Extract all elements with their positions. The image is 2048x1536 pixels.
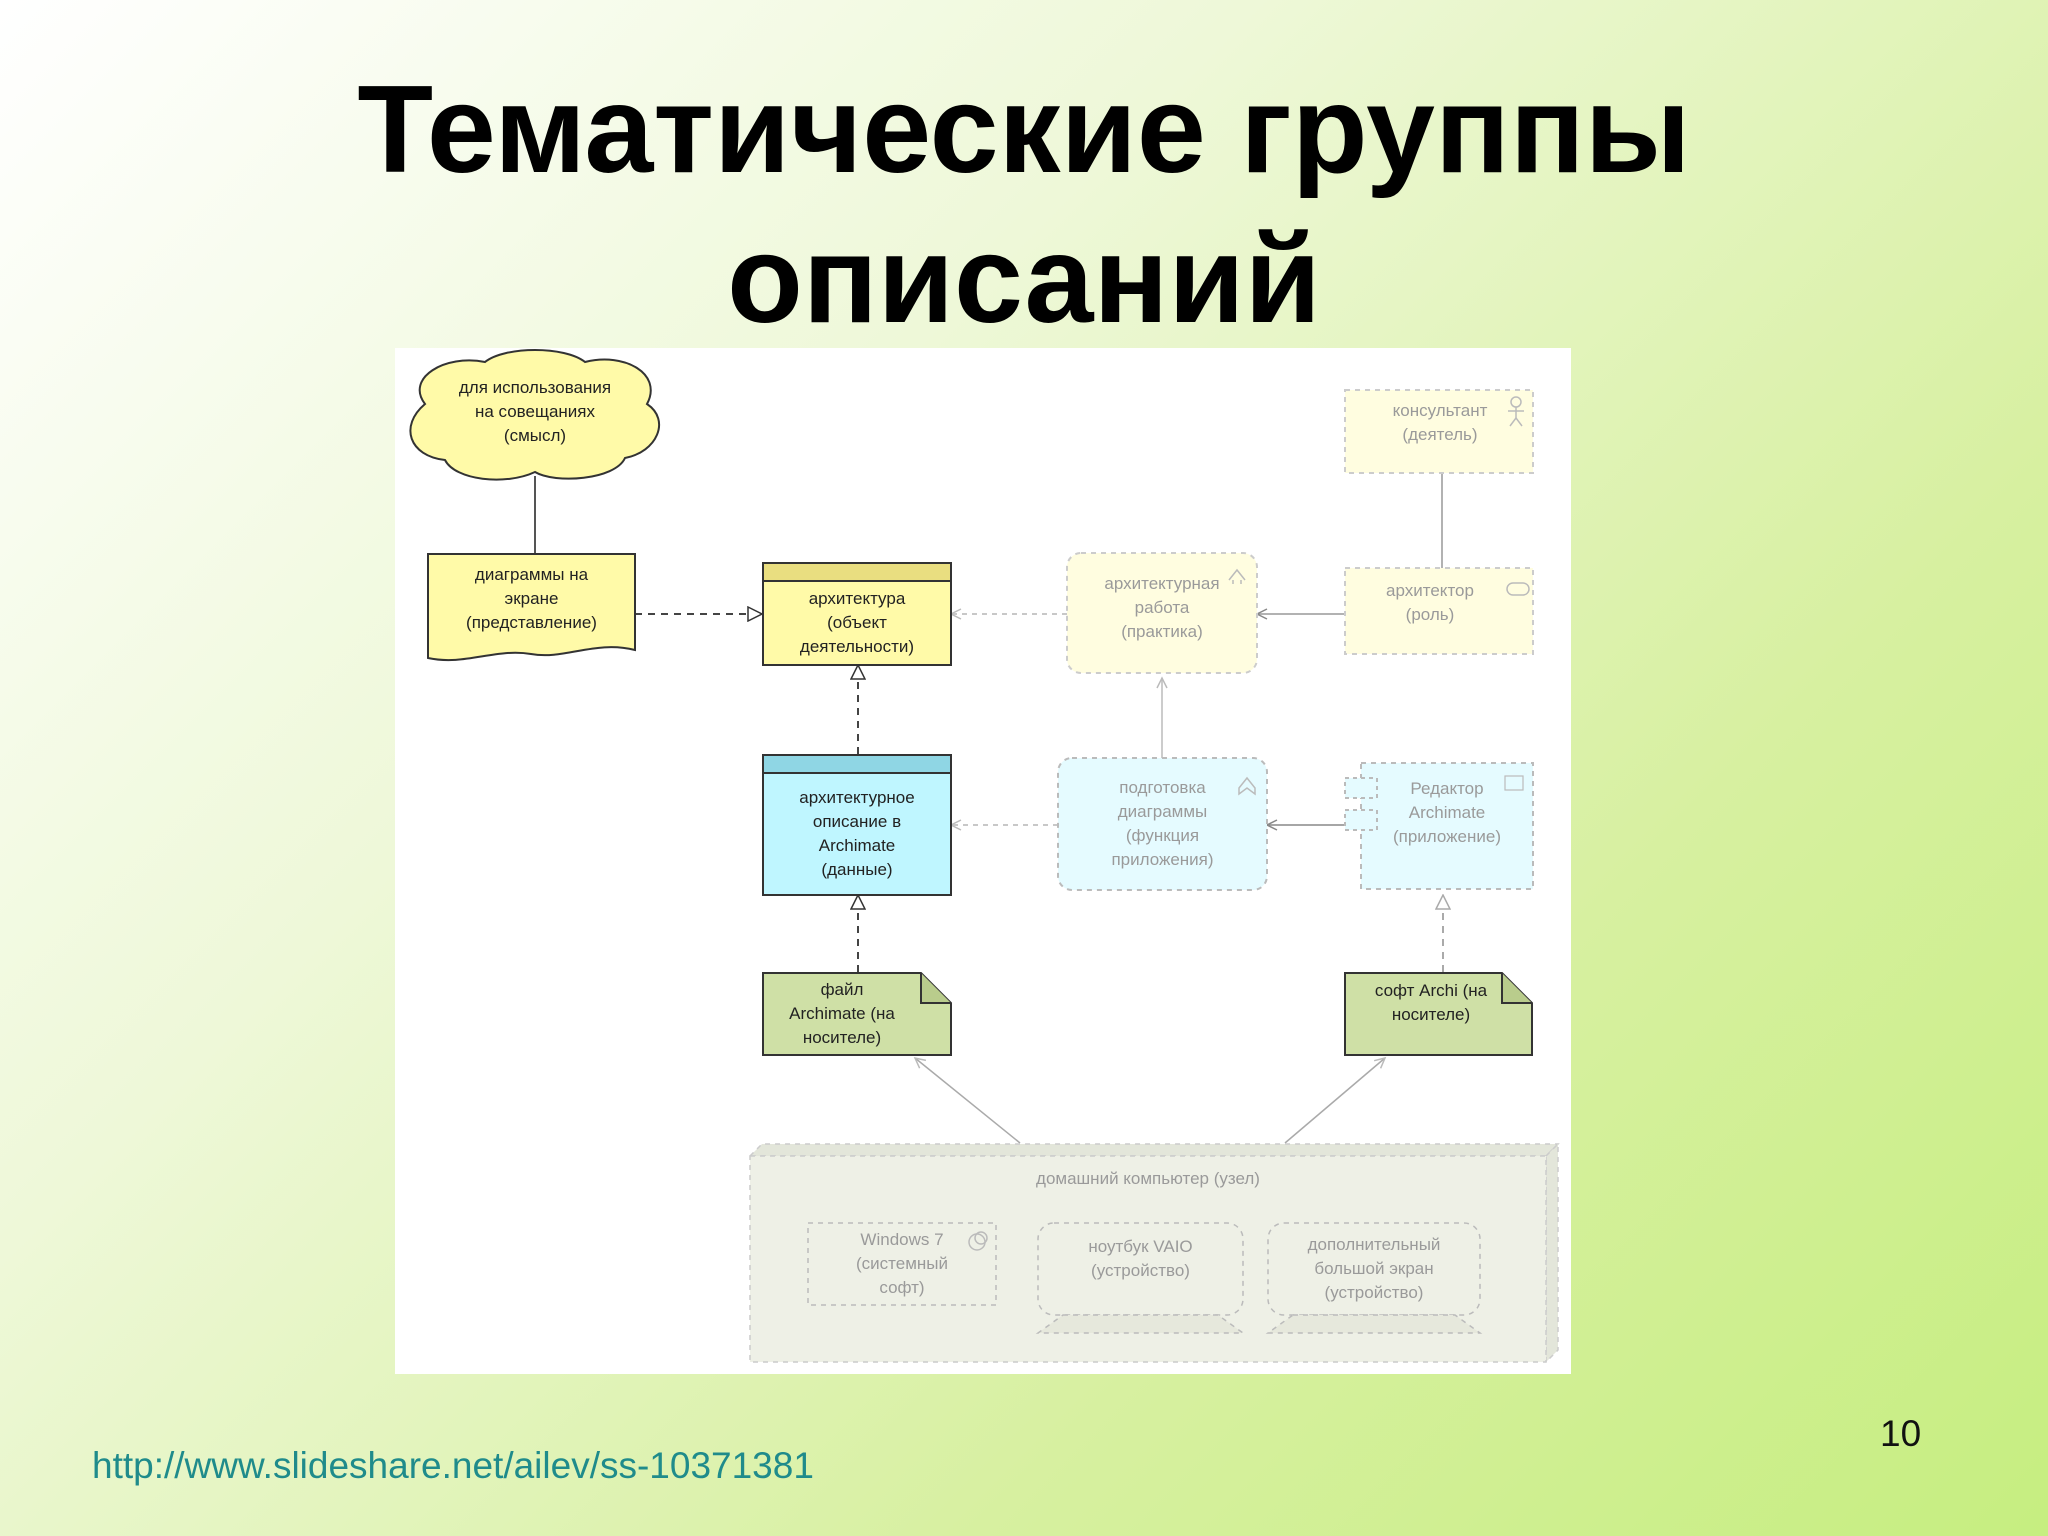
archimate-diagram: для использования на совещаниях (смысл) …	[395, 348, 1571, 1374]
node-to-soft-line	[1284, 1056, 1387, 1144]
node-label: домашний компьютер (узел)	[1036, 1169, 1260, 1188]
diagram-shapes	[409, 349, 1560, 1364]
app-component-label: Редактор Archimate (приложение)	[1392, 779, 1502, 846]
role-shape	[1344, 567, 1534, 655]
function-icon	[1238, 776, 1256, 796]
device-laptop-label: ноутбук VAIO (устройство)	[1088, 1237, 1193, 1280]
system-software-label: Windows 7 (системный софт)	[856, 1230, 948, 1297]
business-process-label: архитектурная работа (практика)	[1104, 574, 1220, 641]
node-to-file-line	[913, 1056, 1021, 1144]
device-screen-base	[1265, 1314, 1483, 1334]
process-icon	[1228, 568, 1246, 584]
meaning-label: для использования на совещаниях (смысл)	[458, 378, 612, 445]
title-line-2: описаний	[727, 211, 1321, 349]
business-object-header	[762, 562, 952, 582]
source-link[interactable]: http://www.slideshare.net/ailev/ss-10371…	[92, 1445, 814, 1486]
device-screen-shape	[1267, 1222, 1481, 1316]
role-icon	[1506, 582, 1530, 596]
role-label: архитектор (роль)	[1386, 581, 1474, 624]
artifact-file-label: файл Archimate (на носителе)	[789, 980, 895, 1047]
component-tab-bottom	[1344, 809, 1378, 831]
meaning-cloud-shape	[409, 349, 660, 481]
system-software-icon	[968, 1231, 988, 1251]
device-laptop-base	[1035, 1314, 1246, 1334]
device-screen-label: дополнительный большой экран (устройство…	[1307, 1235, 1441, 1302]
business-object-label: архитектура (объект деятельности)	[799, 589, 915, 656]
artifact-soft-fold	[1501, 973, 1532, 1004]
artifact-soft-shape	[1344, 972, 1533, 1056]
data-object-shape	[762, 754, 952, 896]
artifact-soft-label: софт Archi (на носителе)	[1374, 981, 1488, 1024]
artifact-file-fold	[920, 973, 951, 1004]
artifact-file-shape	[762, 972, 952, 1056]
node-top-face	[748, 1143, 1560, 1157]
title-line-1: Тематические группы	[357, 61, 1691, 199]
actor-shape	[1344, 389, 1534, 474]
device-laptop-shape	[1037, 1222, 1244, 1316]
representation-label: диаграммы на экране (представление)	[466, 565, 597, 632]
app-component-shape	[1360, 762, 1534, 890]
data-object-header	[762, 754, 952, 774]
data-object-label: архитектурное описание в Archimate (данн…	[799, 788, 915, 879]
app-function-label: подготовка диаграммы (функция приложения…	[1111, 778, 1214, 869]
node-side-face	[1545, 1142, 1559, 1364]
system-software-shape	[807, 1222, 997, 1306]
business-process-shape	[1066, 552, 1258, 674]
component-icon	[1504, 775, 1524, 791]
representation-shape	[427, 553, 636, 662]
slide-title: Тематические группы описаний	[0, 55, 2048, 355]
page-number: 10	[1880, 1413, 1922, 1454]
actor-icon	[1508, 396, 1524, 427]
actor-label: консультант (деятель)	[1392, 401, 1488, 444]
component-tab-top	[1344, 777, 1378, 799]
app-function-shape	[1057, 757, 1268, 891]
